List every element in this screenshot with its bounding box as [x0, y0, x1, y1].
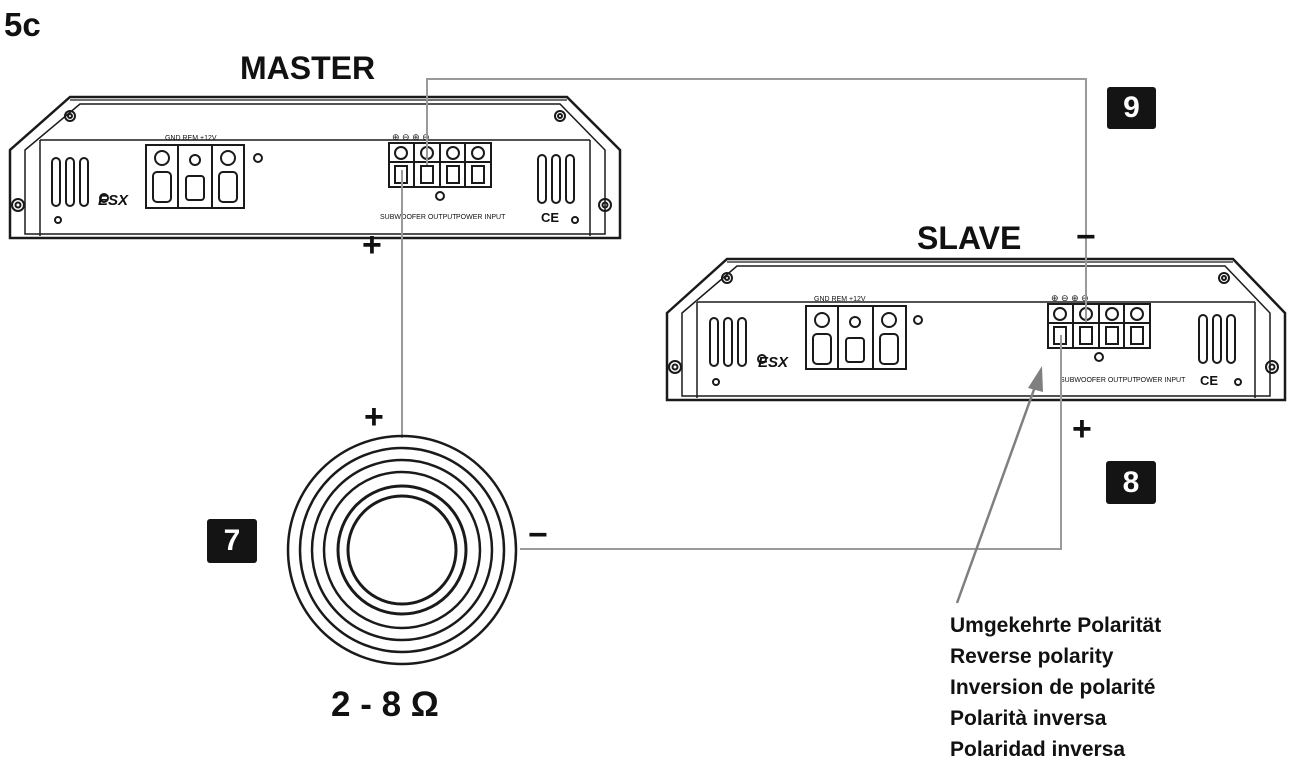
speaker-impedance: 2 - 8 Ω	[331, 685, 439, 724]
slave-polarity-marks: ⊕ ⊖ ⊕ ⊖	[1051, 293, 1089, 303]
step-9-badge: 9	[1107, 87, 1156, 129]
slave-amplifier	[665, 257, 1287, 402]
master-plus-sign: +	[362, 226, 382, 264]
reverse-polarity-arrow	[955, 366, 1043, 604]
master-brand-logo: ESX	[98, 192, 129, 209]
slave-plus-sign: +	[1072, 410, 1092, 448]
wire-speaker-minus-to-slave	[520, 335, 1062, 550]
wire-master-to-slave-input	[426, 78, 1087, 322]
master-title: MASTER	[240, 50, 376, 86]
note-german: Umgekehrte Polarität	[950, 614, 1162, 637]
slave-output-label: SUBWOOFER OUTPUT	[1060, 377, 1137, 384]
master-input-label: POWER INPUT	[456, 214, 506, 221]
figure-label: 5c	[4, 6, 41, 43]
master-ce-mark: CE	[541, 210, 559, 225]
note-italian: Polarità inversa	[950, 707, 1107, 730]
step-7-badge: 7	[207, 519, 257, 563]
speaker-plus-sign: +	[364, 398, 384, 436]
reverse-polarity-note: Umgekehrte Polarität Reverse polarity In…	[950, 610, 1161, 765]
slave-ce-mark: CE	[1200, 373, 1218, 388]
note-english: Reverse polarity	[950, 645, 1114, 668]
slave-terminal-label: GND REM +12V	[814, 296, 866, 303]
note-spanish: Polaridad inversa	[950, 738, 1126, 761]
master-terminal-label: GND REM +12V	[165, 135, 217, 142]
master-output-label: SUBWOOFER OUTPUT	[380, 214, 457, 221]
speaker	[286, 434, 518, 666]
wiring	[401, 78, 1087, 550]
slave-brand-logo: ESX	[758, 354, 789, 371]
note-french: Inversion de polarité	[950, 676, 1156, 699]
slave-minus-sign: −	[1076, 218, 1096, 256]
slave-input-label: POWER INPUT	[1136, 377, 1186, 384]
step-8-badge: 8	[1106, 461, 1156, 504]
master-polarity-marks: ⊕ ⊖ ⊕ ⊖	[392, 132, 430, 142]
master-amplifier	[8, 95, 622, 240]
slave-title: SLAVE	[917, 220, 1022, 256]
speaker-minus-sign: −	[528, 516, 548, 554]
